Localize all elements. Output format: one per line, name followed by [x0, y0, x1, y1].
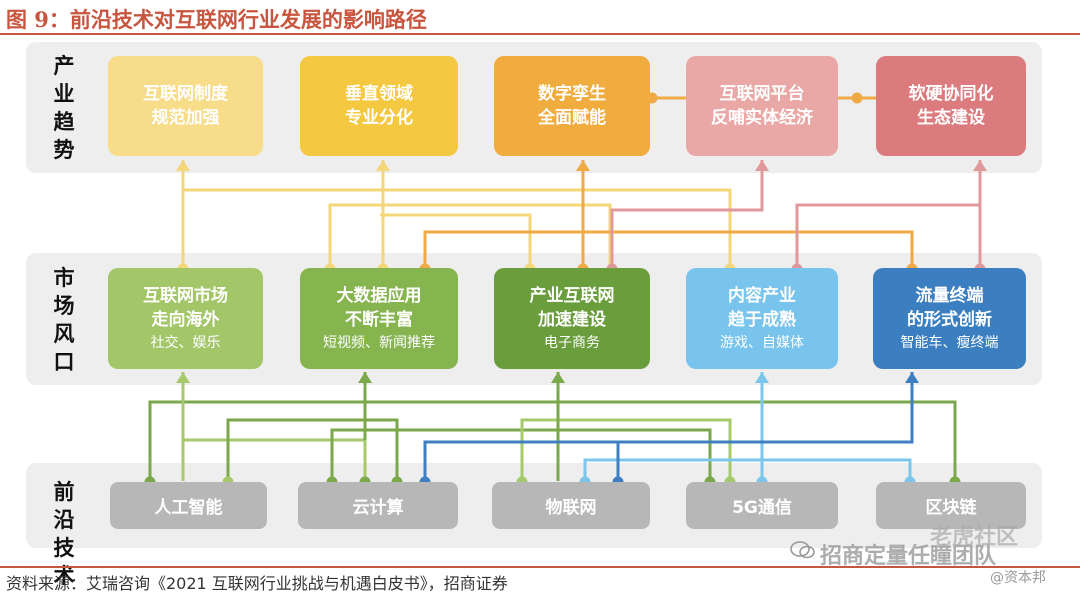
market-line2: 走向海外 [151, 309, 220, 330]
market-row-label-text: 市场风口 [53, 266, 75, 374]
tech-label: 区块链 [925, 498, 977, 518]
trend-line2: 规范加强 [151, 108, 220, 128]
market-box-overseas: 互联网市场 走向海外 社交、娱乐 [108, 268, 263, 369]
connector-content-to-regulation [183, 188, 732, 268]
connector-5g-to-content-arrowhead [755, 372, 769, 383]
figure-title: 图 9：前沿技术对互联网行业发展的影响路径 [6, 7, 427, 32]
market-line1: 内容产业 [728, 285, 796, 306]
market-sub: 社交、娱乐 [150, 334, 221, 351]
tech-label: 云计算 [352, 498, 404, 518]
wechat-icon [790, 541, 815, 559]
connector-industrial-to-digital-twin-arrowhead [576, 160, 590, 171]
trend-line2: 反哺实体经济 [711, 108, 813, 128]
connector-cloud-to-terminal-arrowhead [905, 372, 919, 383]
connector-overseas-to-regulation-arrowhead [176, 160, 190, 171]
source-note: 资料来源：艾瑞咨询《2021 互联网行业挑战与机遇白皮书》，招商证券 [6, 574, 508, 593]
connector-bigdata-to-vertical-arrowhead [376, 160, 390, 171]
market-box-bigdata: 大数据应用 不断丰富 短视频、新闻推荐 [300, 268, 458, 369]
market-row-label: 市场风口 [34, 264, 94, 376]
connector-iot-blockchain-link [583, 458, 912, 481]
trend-line1: 互联网制度 [143, 84, 228, 104]
connector-bigdata-industrial-link [328, 203, 612, 268]
trend-box-regulation: 互联网制度 规范加强 [108, 56, 263, 156]
tech-label: 物联网 [545, 498, 597, 518]
connector-terminal-to-ecosystem-arrowhead [973, 160, 987, 171]
bottom-rule [0, 566, 1080, 568]
connector-iot-5g-link [520, 418, 732, 481]
market-sub: 智能车、瘦终端 [900, 334, 999, 351]
tech-box-blockchain: 区块链 [876, 482, 1026, 529]
market-line1: 互联网市场 [143, 285, 228, 306]
tech-label: 人工智能 [154, 498, 223, 518]
trend-box-digital-twin: 数字孪生 全面赋能 [494, 56, 650, 156]
connector-iot-to-industrial-arrowhead [551, 372, 565, 383]
title-rule [0, 33, 1080, 35]
connector-cloud-to-bigdata-arrowhead [358, 372, 372, 383]
watermark-sub: @资本邦 [990, 570, 1046, 586]
market-line1: 流量终端 [915, 285, 984, 306]
tech-box-5g: 5G通信 [686, 482, 838, 529]
tech-box-ai: 人工智能 [110, 482, 267, 529]
tech-box-iot: 物联网 [492, 482, 650, 529]
trend-box-vertical: 垂直领域 专业分化 [300, 56, 458, 156]
market-line2: 趋于成熟 [728, 309, 796, 330]
tech-box-cloud: 云计算 [298, 482, 458, 529]
connector-ai-cloud-link [183, 438, 367, 481]
trends-row-label: 产业趋势 [34, 52, 94, 164]
market-box-terminal: 流量终端 的形式创新 智能车、瘦终端 [873, 268, 1026, 369]
connector-industrial-to-platform-arrowhead [755, 160, 769, 171]
connector-ai-cloud-link-2 [226, 418, 399, 481]
trend-link-dot-2 [851, 92, 863, 104]
connector-ai-to-overseas-arrowhead [176, 372, 190, 383]
connector-bigdata-terminal-link [423, 230, 914, 268]
tech-row-label: 前沿技术 [34, 478, 94, 590]
connector-content-terminal-link [795, 203, 982, 268]
trend-box-ecosystem: 软硬协同化 生态建设 [876, 56, 1026, 156]
market-line2: 加速建设 [538, 309, 606, 330]
trend-line2: 专业分化 [345, 108, 413, 128]
trend-line1: 垂直领域 [345, 84, 413, 104]
market-box-content: 内容产业 趋于成熟 游戏、自媒体 [686, 268, 838, 369]
market-sub: 短视频、新闻推荐 [323, 334, 435, 351]
trend-box-platform: 互联网平台 反哺实体经济 [686, 56, 838, 156]
market-sub: 电子商务 [544, 334, 600, 351]
connector-cloud-to-terminal [423, 372, 914, 481]
market-box-industrial-internet: 产业互联网 加速建设 电子商务 [494, 268, 650, 369]
trend-line2: 生态建设 [917, 108, 985, 128]
watermark-main: 招商定量任瞳团队 [820, 544, 997, 569]
market-line1: 产业互联网 [529, 285, 615, 306]
connector-industrial-to-vertical [380, 213, 532, 268]
market-sub: 游戏、自媒体 [720, 334, 804, 351]
trends-row-label-text: 产业趋势 [53, 54, 75, 162]
market-line1: 大数据应用 [336, 285, 422, 306]
trend-line1: 互联网平台 [719, 84, 805, 104]
tech-label: 5G通信 [732, 498, 792, 518]
market-line2: 不断丰富 [345, 309, 413, 330]
trend-line1: 软硬协同化 [908, 84, 994, 104]
connector-industrial-to-platform [610, 160, 764, 268]
trend-line2: 全面赋能 [538, 108, 606, 128]
connector-ai-blockchain-link [148, 400, 957, 481]
tech-row-label-text: 前沿技术 [53, 480, 75, 588]
trend-line1: 数字孪生 [538, 84, 606, 104]
market-line2: 的形式创新 [907, 309, 992, 330]
watermark-brand: 老虎社区 [930, 525, 1019, 550]
